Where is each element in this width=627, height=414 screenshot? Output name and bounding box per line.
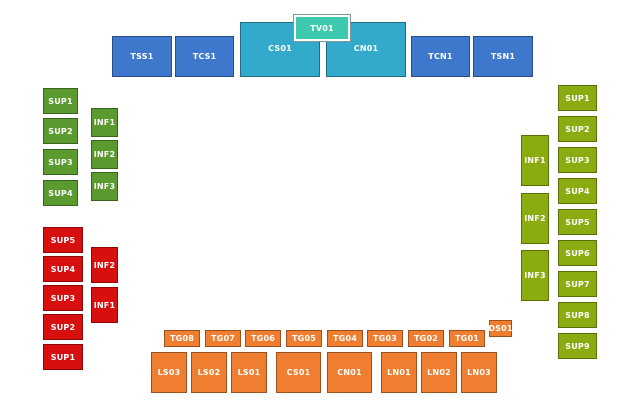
section-left-sup3-green[interactable]: SUP3 xyxy=(43,149,78,175)
section-left-sup2-red[interactable]: SUP2 xyxy=(43,314,83,340)
section-tcn1[interactable]: TCN1 xyxy=(411,36,470,77)
section-tg02[interactable]: TG02 xyxy=(408,330,444,347)
section-right-inf1[interactable]: INF1 xyxy=(521,135,549,186)
section-ls01[interactable]: LS01 xyxy=(231,352,267,393)
section-right-sup7[interactable]: SUP7 xyxy=(558,271,597,297)
section-right-sup1[interactable]: SUP1 xyxy=(558,85,597,111)
section-left-inf2-red[interactable]: INF2 xyxy=(91,247,118,283)
section-cn01-bottom[interactable]: CN01 xyxy=(327,352,372,393)
section-ls02[interactable]: LS02 xyxy=(191,352,227,393)
section-tg06[interactable]: TG06 xyxy=(245,330,281,347)
section-right-sup8[interactable]: SUP8 xyxy=(558,302,597,328)
section-ln03[interactable]: LN03 xyxy=(461,352,497,393)
section-cs01-bottom[interactable]: CS01 xyxy=(276,352,321,393)
section-left-sup4-red[interactable]: SUP4 xyxy=(43,256,83,282)
section-tg05[interactable]: TG05 xyxy=(286,330,322,347)
section-left-sup5-red[interactable]: SUP5 xyxy=(43,227,83,253)
section-tg08[interactable]: TG08 xyxy=(164,330,200,347)
section-left-inf2-green[interactable]: INF2 xyxy=(91,140,118,169)
section-left-inf1-green[interactable]: INF1 xyxy=(91,108,118,137)
section-right-inf2[interactable]: INF2 xyxy=(521,193,549,244)
section-ln01[interactable]: LN01 xyxy=(381,352,417,393)
section-right-sup3[interactable]: SUP3 xyxy=(558,147,597,173)
section-right-sup2[interactable]: SUP2 xyxy=(558,116,597,142)
section-left-sup1-green[interactable]: SUP1 xyxy=(43,88,78,114)
section-left-sup3-red[interactable]: SUP3 xyxy=(43,285,83,311)
section-tss1[interactable]: TSS1 xyxy=(112,36,172,77)
section-tg03[interactable]: TG03 xyxy=(367,330,403,347)
section-tg04[interactable]: TG04 xyxy=(327,330,363,347)
section-right-sup5[interactable]: SUP5 xyxy=(558,209,597,235)
section-left-inf3-green[interactable]: INF3 xyxy=(91,172,118,201)
section-right-inf3[interactable]: INF3 xyxy=(521,250,549,301)
section-ln02[interactable]: LN02 xyxy=(421,352,457,393)
section-left-inf1-red[interactable]: INF1 xyxy=(91,287,118,323)
section-tcs1[interactable]: TCS1 xyxy=(175,36,234,77)
section-left-sup4-green[interactable]: SUP4 xyxy=(43,180,78,206)
section-right-sup6[interactable]: SUP6 xyxy=(558,240,597,266)
section-right-sup9[interactable]: SUP9 xyxy=(558,333,597,359)
section-left-sup1-red[interactable]: SUP1 xyxy=(43,344,83,370)
section-tsn1[interactable]: TSN1 xyxy=(473,36,533,77)
section-ds01[interactable]: DS01 xyxy=(488,320,512,337)
section-right-sup4[interactable]: SUP4 xyxy=(558,178,597,204)
section-left-sup2-green[interactable]: SUP2 xyxy=(43,118,78,144)
section-ls03[interactable]: LS03 xyxy=(151,352,187,393)
section-tg01[interactable]: TG01 xyxy=(449,330,485,347)
section-tg07[interactable]: TG07 xyxy=(205,330,241,347)
section-tv01[interactable]: TV01 xyxy=(293,14,351,42)
